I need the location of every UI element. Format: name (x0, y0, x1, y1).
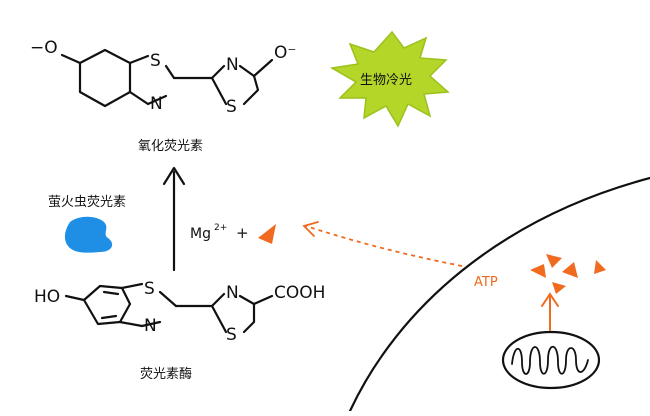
mg-label: Mg (190, 226, 211, 242)
oxyluciferin-left-charge: −O (30, 38, 58, 58)
luciferin-s2: S (226, 325, 237, 345)
o-bond-right (252, 58, 274, 78)
atp-triangle (594, 260, 606, 274)
atp-triangle (552, 282, 566, 294)
atp-arrow-head (302, 221, 319, 237)
oxyluciferin-structure: −O S N N S O⁻ (30, 38, 296, 117)
benzene-ring (82, 284, 132, 326)
benzene-double-bonds (100, 290, 120, 320)
oxyluciferin-n2: N (226, 55, 239, 75)
cell-membrane (348, 176, 650, 413)
luciferin-n1: N (144, 316, 157, 336)
oxyluciferin-caption: 氧化荧光素 (138, 139, 203, 154)
oxyluciferin-s1: S (150, 51, 161, 71)
atp-label: ATP (474, 275, 498, 290)
luciferin-thiazole-ring-2 (210, 292, 256, 334)
thiazole-ring-1 (128, 54, 176, 106)
bioluminescence-label: 生物冷光 (360, 73, 412, 88)
burst-shape (329, 30, 450, 128)
mitochondrion-outer (501, 330, 601, 390)
atp-triangle (562, 262, 578, 278)
luciferin-caption: 荧光素酶 (140, 366, 192, 382)
mg-charge: 2+ (214, 223, 227, 233)
mitochondrion (501, 330, 601, 390)
oxyluciferin-right-charge: O⁻ (274, 43, 296, 63)
plus-sign: + (236, 224, 249, 242)
thiazole-ring-2 (210, 64, 260, 106)
reaction-arrow-up (162, 166, 186, 272)
o-ring-bond (60, 53, 82, 65)
ho-bond (64, 294, 86, 302)
cofactor-group: Mg 2+ + (190, 223, 276, 244)
luciferase-enzyme-blob (64, 216, 113, 253)
cooh-bond (252, 294, 274, 306)
atp-triangle (530, 264, 546, 278)
oxyluciferin-s2: S (226, 97, 237, 117)
atp-triangle (546, 254, 562, 268)
mito-atp-arrow-head (541, 292, 559, 307)
luciferin-s1: S (144, 279, 155, 299)
mitochondrion-cristae (511, 345, 589, 375)
luciferin-ho: HO (34, 287, 60, 307)
luciferin-thiazole-ring-1 (118, 282, 178, 328)
bioluminescence-burst: 生物冷光 (329, 30, 450, 128)
atp-arrow-line (305, 225, 463, 267)
atp-triangles (530, 254, 606, 294)
atp-transfer-arrow (302, 221, 463, 267)
oxyluciferin-n1: N (150, 94, 163, 114)
atp-triangle-cofactor (258, 224, 276, 244)
cyclohexane-ring (78, 48, 132, 108)
luciferin-cooh: COOH (274, 283, 325, 303)
firefly-luciferin-label: 萤火虫荧光素 (48, 195, 126, 210)
reaction-arrow-head (162, 166, 186, 186)
luciferin-structure: HO S N N S COOH (34, 279, 325, 345)
luciferin-n2: N (226, 283, 239, 303)
